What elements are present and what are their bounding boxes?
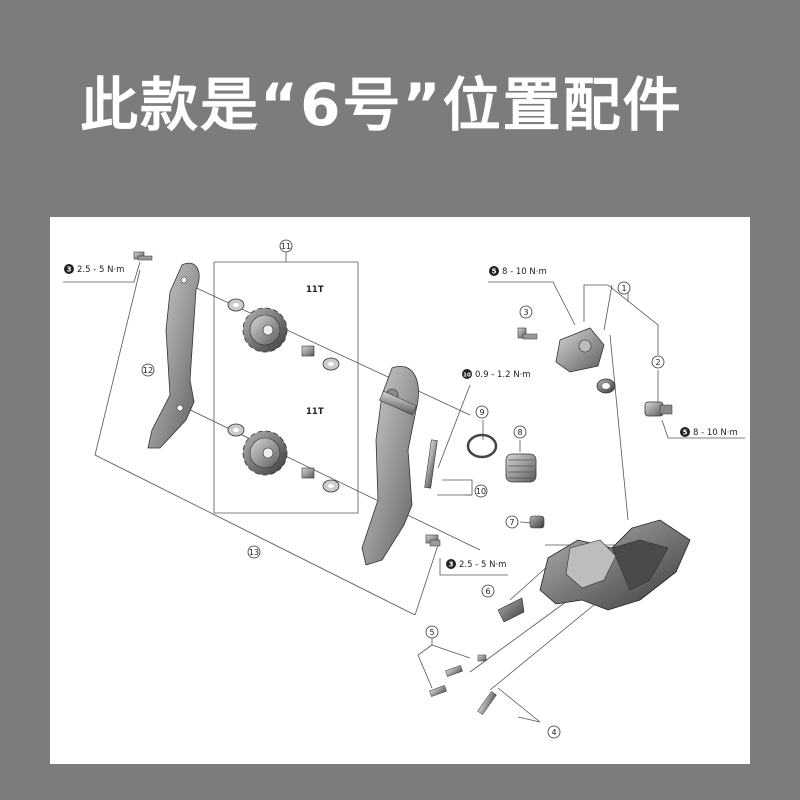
snap-ring bbox=[466, 433, 498, 459]
headline: 此款是“6号”位置配件 bbox=[80, 71, 683, 139]
callout-10: 10 bbox=[476, 487, 486, 496]
svg-text:5: 5 bbox=[683, 429, 688, 437]
callout-2: 2 bbox=[655, 358, 660, 367]
callout-1: 1 bbox=[621, 284, 626, 293]
upper-pulley-teeth-label: 11T bbox=[306, 285, 324, 295]
lower-pulley-teeth-label: 11T bbox=[306, 407, 324, 417]
callout-3: 3 bbox=[523, 308, 528, 317]
bracket-fixing-bolt bbox=[644, 401, 673, 417]
lower-pulley bbox=[242, 430, 288, 476]
callout-9: 9 bbox=[479, 408, 484, 417]
cage-bolt-top bbox=[133, 251, 153, 261]
return-spring bbox=[505, 453, 537, 483]
tension-bushing bbox=[529, 515, 545, 529]
torque-spec-4: 5 8 - 10 N·m bbox=[680, 427, 738, 438]
bracket-axle-link bbox=[555, 327, 605, 373]
callout-numbers: 11 12 13 1 2 3 9 8 7 10 6 5 4 bbox=[143, 242, 661, 737]
torque-spec-2: 5 8 - 10 N·m bbox=[489, 266, 547, 277]
torque-spec-3: 10 0.9 - 1.2 N·m bbox=[462, 369, 531, 380]
screw-b bbox=[429, 685, 447, 697]
callout-5: 5 bbox=[429, 628, 434, 637]
callout-13: 13 bbox=[249, 548, 259, 557]
callout-12: 12 bbox=[143, 366, 153, 375]
leader-lines bbox=[63, 252, 745, 723]
cable-end-cap bbox=[497, 597, 525, 623]
pulley-bushing bbox=[301, 345, 315, 357]
callout-11: 11 bbox=[281, 242, 291, 251]
torque-spec-5: 3 2.5 - 5 N·m bbox=[446, 559, 506, 570]
svg-text:0.9 - 1.2 N·m: 0.9 - 1.2 N·m bbox=[475, 370, 531, 380]
svg-text:2.5 - 5 N·m: 2.5 - 5 N·m bbox=[77, 265, 124, 275]
svg-text:2.5 - 5 N·m: 2.5 - 5 N·m bbox=[459, 560, 506, 570]
inner-cage-plate bbox=[361, 365, 419, 566]
torque-spec-1: 3 2.5 - 5 N·m bbox=[64, 264, 124, 275]
outer-cage-plate bbox=[147, 262, 200, 449]
cage-bolt-bottom bbox=[425, 534, 441, 547]
svg-text:3: 3 bbox=[449, 561, 454, 569]
derailleur-body bbox=[539, 519, 691, 611]
callout-6: 6 bbox=[485, 587, 490, 596]
lower-pulley-bushing bbox=[301, 467, 315, 479]
adjust-screw bbox=[424, 439, 438, 489]
b-tension-screw bbox=[517, 327, 538, 340]
svg-text:3: 3 bbox=[67, 266, 72, 274]
screw-a bbox=[445, 665, 463, 677]
upper-pulley bbox=[242, 307, 288, 353]
svg-text:8 - 10 N·m: 8 - 10 N·m bbox=[502, 267, 547, 277]
callout-8: 8 bbox=[517, 428, 522, 437]
pin-b bbox=[477, 654, 487, 662]
pin-a bbox=[477, 691, 497, 715]
callout-markers bbox=[141, 239, 665, 739]
svg-text:5: 5 bbox=[492, 268, 497, 276]
svg-text:10: 10 bbox=[463, 373, 471, 379]
cage-axle bbox=[379, 390, 417, 416]
svg-text:8 - 10 N·m: 8 - 10 N·m bbox=[693, 428, 738, 438]
callout-4: 4 bbox=[551, 728, 556, 737]
callout-7: 7 bbox=[509, 518, 514, 527]
